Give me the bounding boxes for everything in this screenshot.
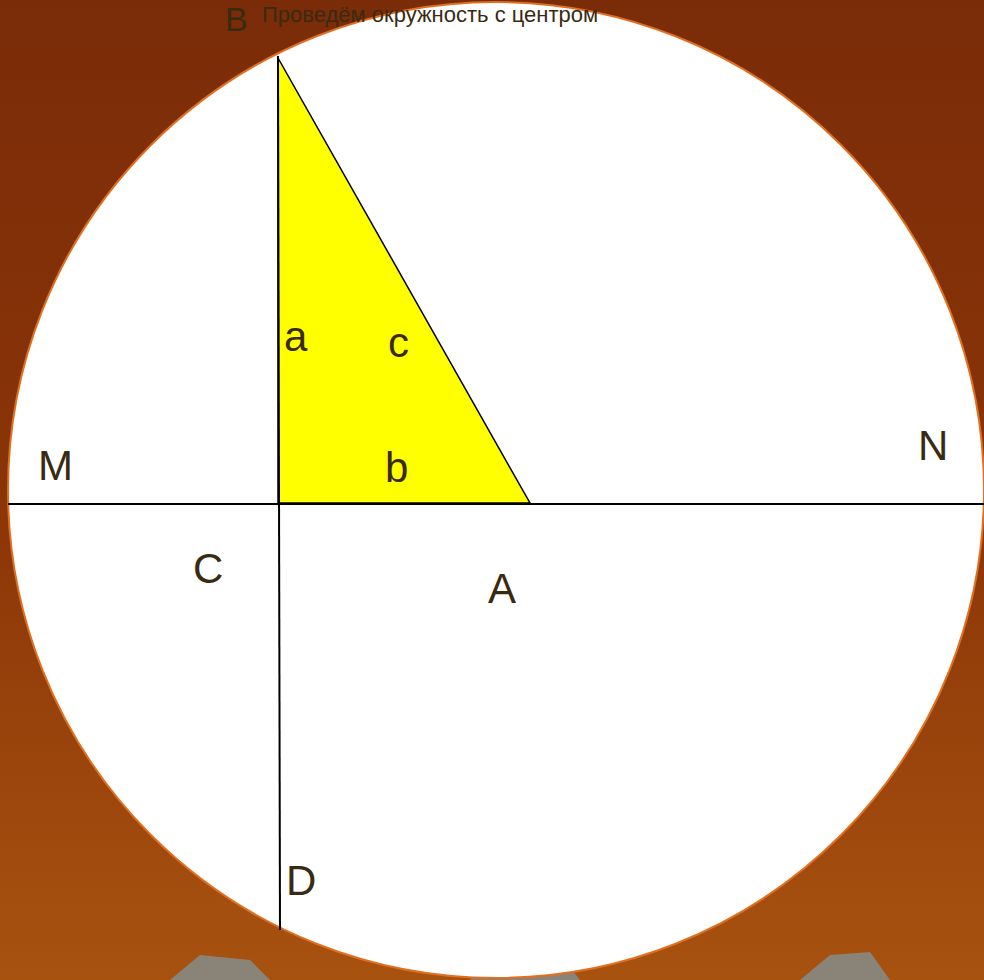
side-label: c [388, 322, 409, 364]
heading: Проведём окружность с центром [262, 4, 598, 26]
right-triangle [278, 58, 530, 503]
vertex-label: C [193, 548, 223, 590]
rock [800, 952, 890, 980]
diameter-line [8, 503, 984, 505]
point-label: M [38, 445, 73, 487]
side-label: b [385, 447, 408, 489]
chord-line [278, 56, 280, 930]
point-label: D [286, 860, 316, 902]
circle [8, 2, 984, 978]
vertex-label: A [488, 568, 516, 610]
side-label: a [284, 316, 307, 358]
vertex-label: B [225, 2, 248, 36]
rock [170, 955, 270, 980]
point-label: N [918, 425, 948, 467]
